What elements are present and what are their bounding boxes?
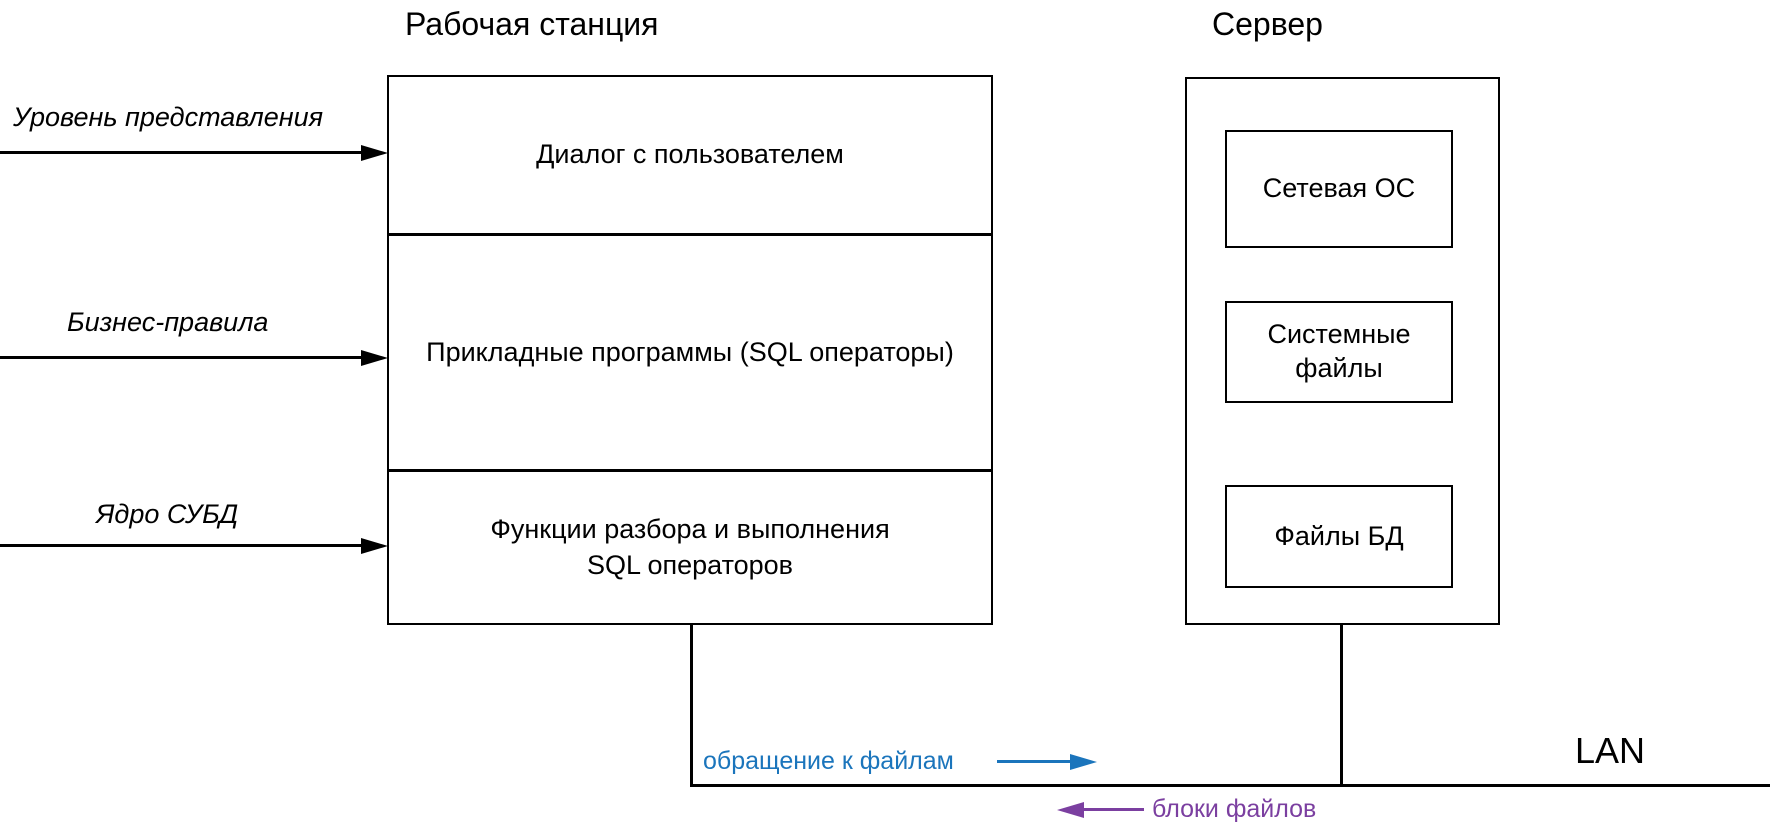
layer-label-dbms-core: Ядро СУБД: [96, 499, 239, 529]
file-blocks-label: блоки файлов: [1152, 795, 1317, 823]
arrow-line-business-rules: [0, 356, 363, 359]
lan-bus-line: [690, 784, 1770, 787]
workstation-section-sql-parse-execute: Функции разбора и выполнения SQL операто…: [389, 472, 991, 623]
arrow-head-icon: [361, 350, 388, 366]
file-blocks-arrow-line: [1082, 808, 1144, 811]
workstation-section-user-dialog: Диалог с пользователем: [389, 77, 991, 236]
server-box-system-files: Системные файлы: [1225, 301, 1453, 403]
arrow-line-presentation-level: [0, 151, 363, 154]
arrow-head-icon: [361, 145, 388, 161]
layer-label-presentation-level: Уровень представления: [13, 102, 324, 132]
server-box-label: Системные файлы: [1267, 319, 1411, 383]
workstation-box: Диалог с пользователем Прикладные програ…: [387, 75, 993, 625]
workstation-title: Рабочая станция: [405, 6, 659, 42]
server-box-network-os: Сетевая ОС: [1225, 130, 1453, 248]
server-box: Сетевая ОС Системные файлы Файлы БД: [1185, 77, 1500, 625]
file-request-label: обращение к файлам: [703, 747, 954, 775]
workstation-section-application-programs: Прикладные программы (SQL операторы): [389, 236, 991, 472]
arrow-line-dbms-core: [0, 544, 363, 547]
server-box-label: Сетевая ОС: [1262, 173, 1416, 204]
arrow-head-icon: [361, 538, 388, 554]
workstation-section-label: Диалог с пользователем: [536, 139, 844, 170]
file-request-arrow-line: [997, 760, 1072, 763]
server-to-lan-connector: [1340, 624, 1343, 787]
server-title: Сервер: [1212, 6, 1323, 42]
layer-label-business-rules: Бизнес-правила: [67, 307, 269, 337]
file-blocks-arrow-head-icon: [1057, 802, 1084, 818]
server-box-db-files: Файлы БД: [1225, 485, 1453, 588]
workstation-section-label: Прикладные программы (SQL операторы): [426, 336, 954, 367]
lan-label: LAN: [1575, 730, 1646, 771]
workstation-to-lan-connector: [690, 624, 693, 787]
server-box-label: Файлы БД: [1274, 520, 1404, 551]
file-request-arrow-head-icon: [1070, 754, 1097, 770]
workstation-section-label: Функции разбора и выполнения SQL операто…: [490, 514, 890, 580]
